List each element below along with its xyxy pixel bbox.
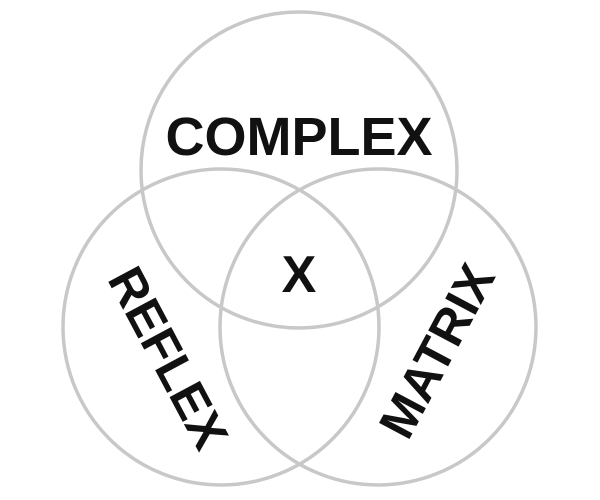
label-intersection: X bbox=[282, 246, 317, 304]
venn-circle-reflex bbox=[61, 167, 381, 487]
venn-circle-matrix bbox=[218, 167, 538, 487]
label-matrix: MATRIX bbox=[368, 255, 506, 447]
venn-circle-complex bbox=[139, 10, 459, 330]
label-reflex: REFLEX bbox=[97, 258, 239, 458]
label-complex: COMPLEX bbox=[165, 107, 432, 167]
